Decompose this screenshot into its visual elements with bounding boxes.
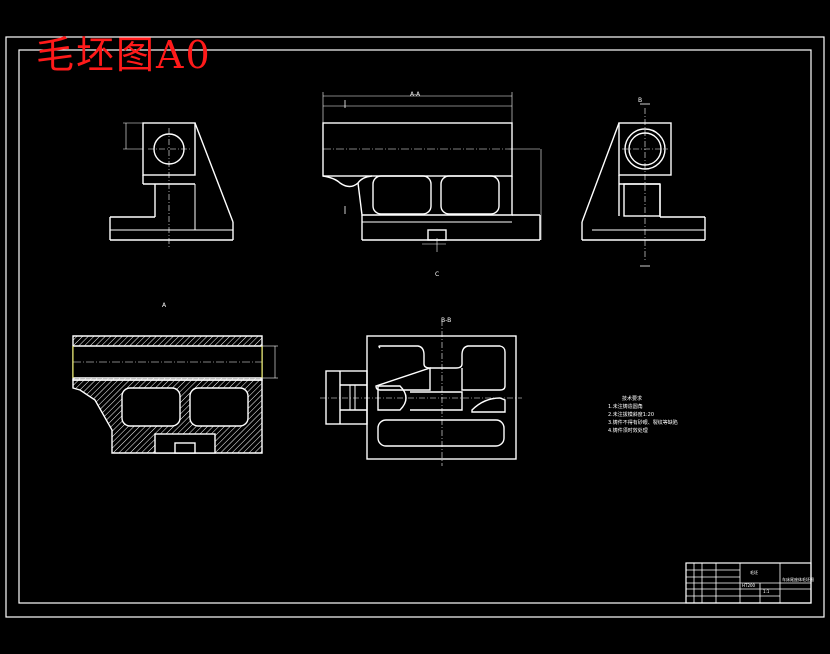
technical-requirements-heading: 技术要求	[622, 396, 643, 402]
label-section-a: A-A	[410, 91, 421, 98]
side-view-left	[109, 122, 234, 248]
title-block-part-name: 毛坯	[750, 570, 758, 575]
technical-requirements: 技术要求 1.未注铸造圆角 2.未注拔模斜度1:20 3.铸件不得有砂眼、裂纹等…	[608, 395, 678, 435]
title-block-drawing-name: 车床尾座体毛坯图	[782, 577, 814, 582]
inner-frame	[18, 49, 812, 604]
title-block-material: HT200	[742, 583, 756, 588]
requirement-item: 3.铸件不得有砂眼、裂纹等缺陷	[608, 420, 678, 426]
requirement-item: 1.未注铸造圆角	[608, 404, 643, 410]
requirement-item: 2.未注拔模斜度1:20	[608, 412, 654, 418]
sheet-title: 毛坯图A0	[36, 33, 212, 77]
section-view-b	[320, 320, 522, 466]
label-view-c: C	[435, 271, 440, 278]
section-view-a	[72, 335, 278, 454]
title-block-scale: 1:1	[763, 589, 770, 594]
title-block	[685, 562, 812, 604]
front-view	[322, 92, 542, 252]
side-view-right	[581, 103, 706, 267]
label-section-b: B-B	[441, 317, 452, 324]
requirement-item: 4.铸件须时效处理	[608, 428, 648, 434]
label-section-mark-b: B	[638, 97, 643, 104]
label-section-mark-a: A	[162, 302, 167, 309]
outer-frame	[5, 36, 825, 618]
